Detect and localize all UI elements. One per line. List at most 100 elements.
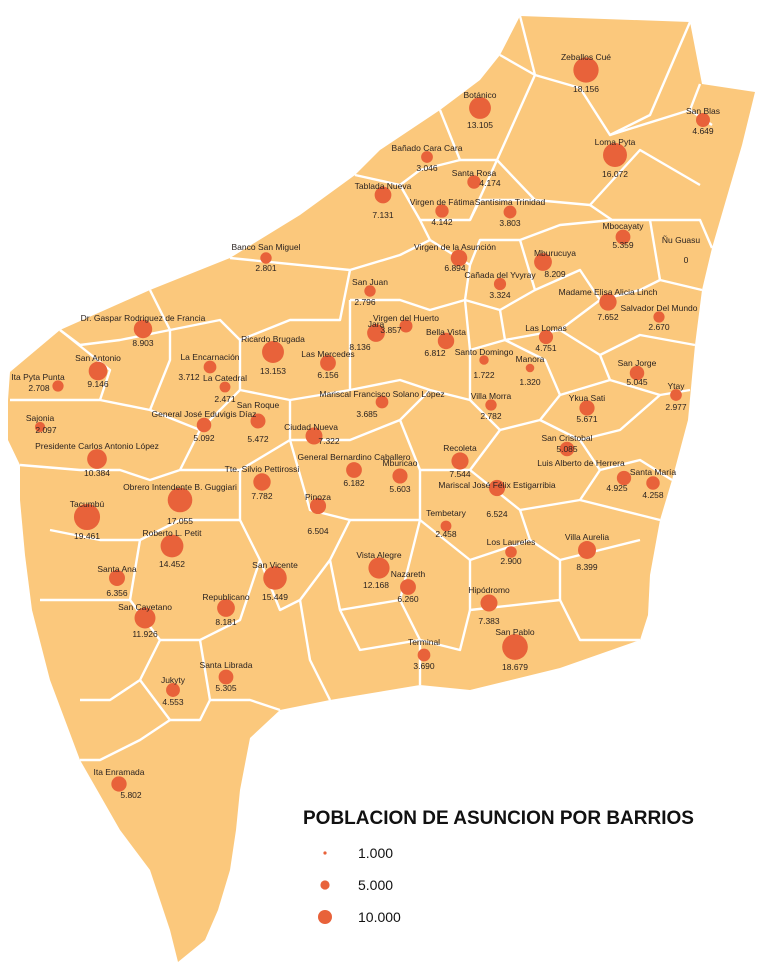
- barrio-population-label: 5.472: [247, 434, 269, 444]
- population-marker: [646, 476, 660, 490]
- barrio-population-label: 6.894: [444, 263, 466, 273]
- population-marker: [469, 97, 491, 119]
- population-marker: [346, 462, 362, 478]
- population-marker: [485, 399, 497, 411]
- barrio-name-label: San Vicente: [252, 560, 298, 570]
- barrio-name-label: Terminal: [408, 637, 440, 647]
- barrio-name-label: Banco San Miguel: [232, 242, 301, 252]
- population-marker: [309, 497, 327, 515]
- barrio-population-label: 8.181: [215, 617, 237, 627]
- barrio-name-label: Obrero Intendente B. Guggiari: [123, 482, 237, 492]
- barrio-population-label: 2.708: [28, 383, 50, 393]
- population-marker: [203, 360, 217, 374]
- barrio-name-label: General José Eduvigis Díaz: [152, 409, 257, 419]
- barrio-population-label: 2.801: [255, 263, 277, 273]
- barrio-border: [463, 299, 507, 352]
- barrio-name-label: Tte. Silvio Pettirossi: [225, 464, 300, 474]
- barrio-name-label: Tembetary: [426, 508, 466, 518]
- population-marker: [392, 468, 408, 484]
- barrio-population-label: 3.712: [178, 372, 200, 382]
- barrio-population-label: 7.782: [251, 491, 273, 501]
- barrio-population-label: 6.182: [343, 478, 365, 488]
- population-marker: [34, 421, 46, 433]
- barrio-name-label: Santa Ana: [97, 564, 137, 574]
- population-marker: [263, 566, 287, 590]
- barrio-population-label: 5.305: [215, 683, 237, 693]
- barrio-name-label: Manora: [516, 354, 545, 364]
- barrio-population-label: 2.097: [35, 425, 57, 435]
- barrio-name-label: Santa Librada: [200, 660, 253, 670]
- barrio-border: [288, 439, 351, 522]
- population-marker: [670, 389, 682, 401]
- population-marker: [320, 355, 336, 371]
- population-marker: [417, 648, 431, 662]
- barrio-border: [139, 679, 212, 722]
- population-marker: [440, 520, 452, 532]
- barrio-population-label: 4.258: [642, 490, 664, 500]
- barrio-name-label: Mariscal Francisco Solano López: [319, 389, 444, 399]
- barrio-border: [354, 158, 461, 187]
- population-marker: [603, 143, 627, 167]
- population-marker: [399, 319, 413, 333]
- barrio-population-label: 8.209: [544, 269, 566, 279]
- barrio-border: [298, 599, 332, 701]
- population-marker: [615, 229, 631, 245]
- barrio-name-label: Ykua Sati: [569, 393, 605, 403]
- barrio-name-label: Santa María: [630, 467, 677, 477]
- barrio-border: [539, 394, 661, 442]
- barrio-border: [398, 419, 501, 472]
- population-marker: [488, 479, 506, 497]
- barrio-population-label: 6.356: [106, 588, 128, 598]
- barrio-border: [579, 498, 661, 522]
- population-marker: [262, 341, 284, 363]
- barrio-population-label: 11.926: [132, 629, 158, 639]
- barrio-name-label: Presidente Carlos Antonio López: [35, 441, 159, 451]
- barrio-population-label: 7.322: [318, 436, 340, 446]
- barrio-population-label: 7.652: [597, 312, 619, 322]
- barrio-name-label: Roberto L. Petit: [142, 528, 202, 538]
- barrio-population-label: 2.900: [500, 556, 522, 566]
- barrio-population-label: 4.925: [606, 483, 628, 493]
- population-marker: [696, 113, 710, 127]
- barrio-border: [468, 560, 562, 612]
- population-marker: [166, 683, 180, 697]
- barrio-name-label: San Antonio: [75, 353, 121, 363]
- barrio-population-label: 19.461: [74, 531, 100, 541]
- barrio-population-label: 7.544: [449, 469, 471, 479]
- barrio-population-label: 6.812: [424, 348, 446, 358]
- population-marker: [451, 452, 469, 470]
- barrio-name-label: Jukyty: [161, 675, 186, 685]
- barrio-border: [40, 539, 142, 602]
- population-marker: [503, 205, 517, 219]
- population-marker: [160, 534, 184, 558]
- barrio-population-label: 1.722: [473, 370, 495, 380]
- asuncion-land-area: [8, 16, 755, 962]
- barrio-population-label: 17.055: [167, 516, 193, 526]
- barrio-name-label: San Cayetano: [118, 602, 172, 612]
- barrio-population-label: 5.671: [576, 414, 598, 424]
- population-marker: [133, 319, 153, 339]
- population-marker: [534, 253, 552, 271]
- city-outline: [8, 16, 755, 962]
- population-marker: [437, 332, 455, 350]
- barrio-population-label: 5.359: [612, 240, 634, 250]
- barrio-name-label: Bella Vista: [426, 327, 466, 337]
- barrio-population-label: 5.802: [120, 790, 142, 800]
- legend-symbol: [320, 880, 330, 890]
- barrio-border: [499, 53, 536, 77]
- barrio-name-label: Nazareth: [391, 569, 426, 579]
- population-marker: [525, 363, 535, 373]
- population-marker: [629, 365, 645, 381]
- population-marker: [400, 579, 416, 595]
- barrio-border: [80, 719, 171, 762]
- population-marker: [109, 570, 125, 586]
- population-marker: [219, 381, 231, 393]
- barrio-population-label: 4.174: [479, 178, 501, 188]
- population-marker: [493, 277, 507, 291]
- population-marker: [52, 380, 64, 392]
- barrio-name-label: Villa Aurelia: [565, 532, 610, 542]
- barrio-population-label: 4.142: [431, 217, 453, 227]
- barrio-name-label: Madame Elisa Alicia Linch: [559, 287, 658, 297]
- population-marker: [364, 285, 376, 297]
